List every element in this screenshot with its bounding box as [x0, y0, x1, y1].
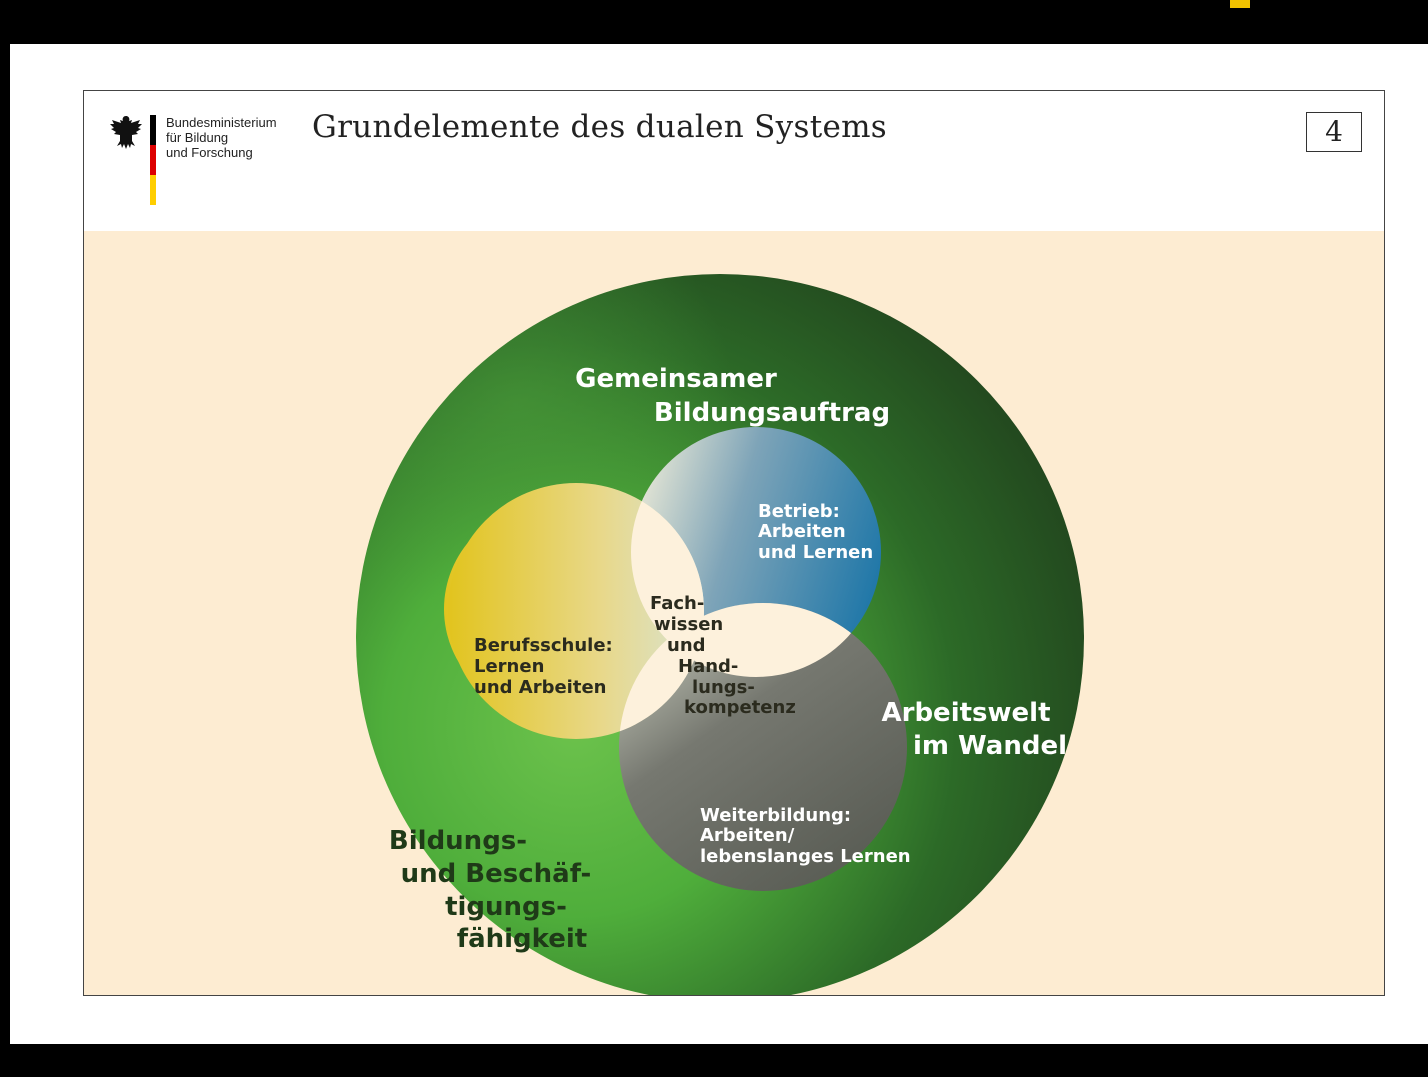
further-education-circle	[619, 603, 907, 891]
company-label-line: Betrieb:	[758, 501, 840, 522]
flag-bar	[150, 115, 156, 205]
center-label-line: Hand-	[678, 656, 738, 677]
slide-header: Bundesministerium für Bildung und Forsch…	[84, 91, 1384, 231]
ministry-line: für Bildung	[166, 130, 229, 145]
center-label-line: lungs-	[692, 677, 755, 698]
further-label-line: lebenslanges Lernen	[700, 846, 911, 867]
right-label-line: Arbeitswelt	[882, 698, 1051, 728]
ministry-line: Bundesministerium	[166, 115, 277, 130]
school-label-line: Lernen	[474, 656, 544, 677]
further-label-line: Arbeiten/	[700, 825, 795, 846]
page-number: 4	[1306, 112, 1362, 152]
diagram-panel: Gemeinsamer Bildungsauftrag Arbeitswelt …	[84, 231, 1384, 995]
slide-title: Grundelemente des dualen Systems	[312, 109, 888, 145]
right-label-line: im Wandel	[913, 731, 1067, 761]
center-label-line: und	[667, 635, 706, 656]
center-label-line: Fach-	[650, 593, 704, 614]
left-label-line: fähigkeit	[457, 924, 587, 954]
company-label-line: Arbeiten	[758, 521, 846, 542]
top-label-line: Bildungsauftrag	[654, 398, 890, 428]
page: Bundesministerium für Bildung und Forsch…	[10, 44, 1428, 1044]
ministry-line: und Forschung	[166, 145, 253, 160]
center-label-line: kompetenz	[684, 697, 796, 718]
left-label-line: tigungs-	[445, 892, 567, 922]
diagram-svg: Gemeinsamer Bildungsauftrag Arbeitswelt …	[356, 274, 1084, 995]
school-label-line: und Arbeiten	[474, 677, 606, 698]
school-label-line: Berufsschule:	[474, 635, 613, 656]
ministry-name: Bundesministerium für Bildung und Forsch…	[166, 115, 277, 160]
slide: Bundesministerium für Bildung und Forsch…	[83, 90, 1385, 996]
eagle-icon	[110, 116, 142, 149]
company-label-line: und Lernen	[758, 542, 873, 563]
left-label-line: und Beschäf-	[401, 859, 592, 889]
left-label-line: Bildungs-	[389, 826, 527, 856]
further-label-line: Weiterbildung:	[700, 805, 851, 826]
center-label-line: wissen	[654, 614, 723, 635]
top-label-line: Gemeinsamer	[575, 364, 777, 394]
corner-mark	[1218, 0, 1428, 8]
